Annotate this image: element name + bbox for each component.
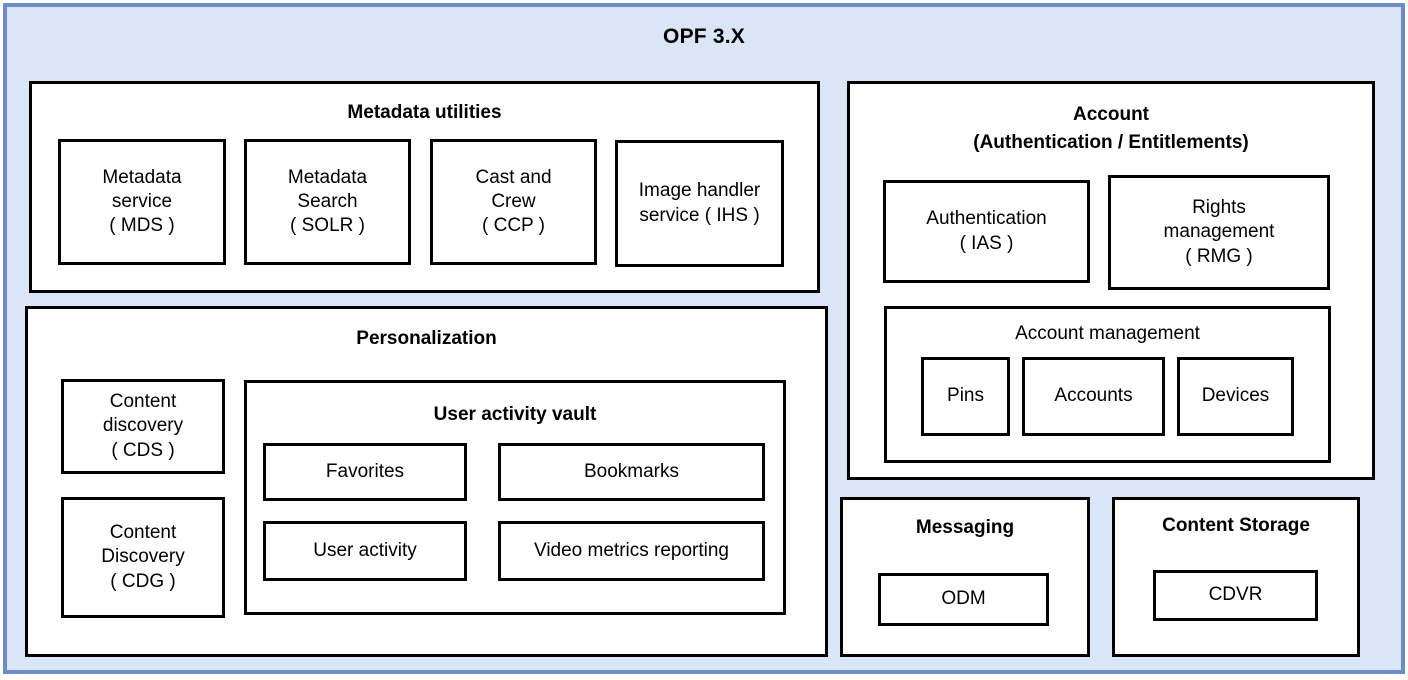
node-accounts[interactable]: Accounts (1022, 357, 1165, 436)
node-image-handler-service[interactable]: Image handler service ( IHS ) (615, 140, 784, 267)
node-content-discovery-cdg[interactable]: Content Discovery ( CDG ) (61, 497, 225, 618)
group-title-account: Account (Authentication / Entitlements) (973, 104, 1249, 153)
node-favorites[interactable]: Favorites (263, 443, 467, 501)
node-cast-and-crew[interactable]: Cast and Crew ( CCP ) (430, 139, 597, 265)
node-cdvr[interactable]: CDVR (1153, 570, 1318, 621)
group-title-messaging: Messaging (915, 517, 1015, 538)
node-bookmarks[interactable]: Bookmarks (498, 443, 765, 501)
group-title-metadata-utilities: Metadata utilities (347, 102, 502, 123)
node-user-activity[interactable]: User activity (263, 521, 467, 581)
node-devices[interactable]: Devices (1177, 357, 1294, 436)
node-rights-management-rmg[interactable]: Rights management ( RMG ) (1108, 175, 1330, 290)
node-authentication-ias[interactable]: Authentication ( IAS ) (883, 180, 1090, 283)
node-video-metrics-reporting[interactable]: Video metrics reporting (498, 521, 765, 581)
node-odm[interactable]: ODM (878, 573, 1049, 626)
group-title-user-activity-vault: User activity vault (433, 404, 597, 425)
node-content-discovery-cds[interactable]: Content discovery ( CDS ) (61, 379, 225, 474)
diagram-title: OPF 3.X (663, 25, 745, 48)
node-pins[interactable]: Pins (921, 357, 1010, 436)
node-metadata-search[interactable]: Metadata Search ( SOLR ) (244, 139, 411, 265)
node-metadata-service[interactable]: Metadata service ( MDS ) (58, 139, 226, 265)
group-title-personalization: Personalization (356, 328, 497, 349)
group-title-account-management: Account management (1015, 323, 1200, 344)
group-title-content-storage: Content Storage (1162, 515, 1310, 536)
